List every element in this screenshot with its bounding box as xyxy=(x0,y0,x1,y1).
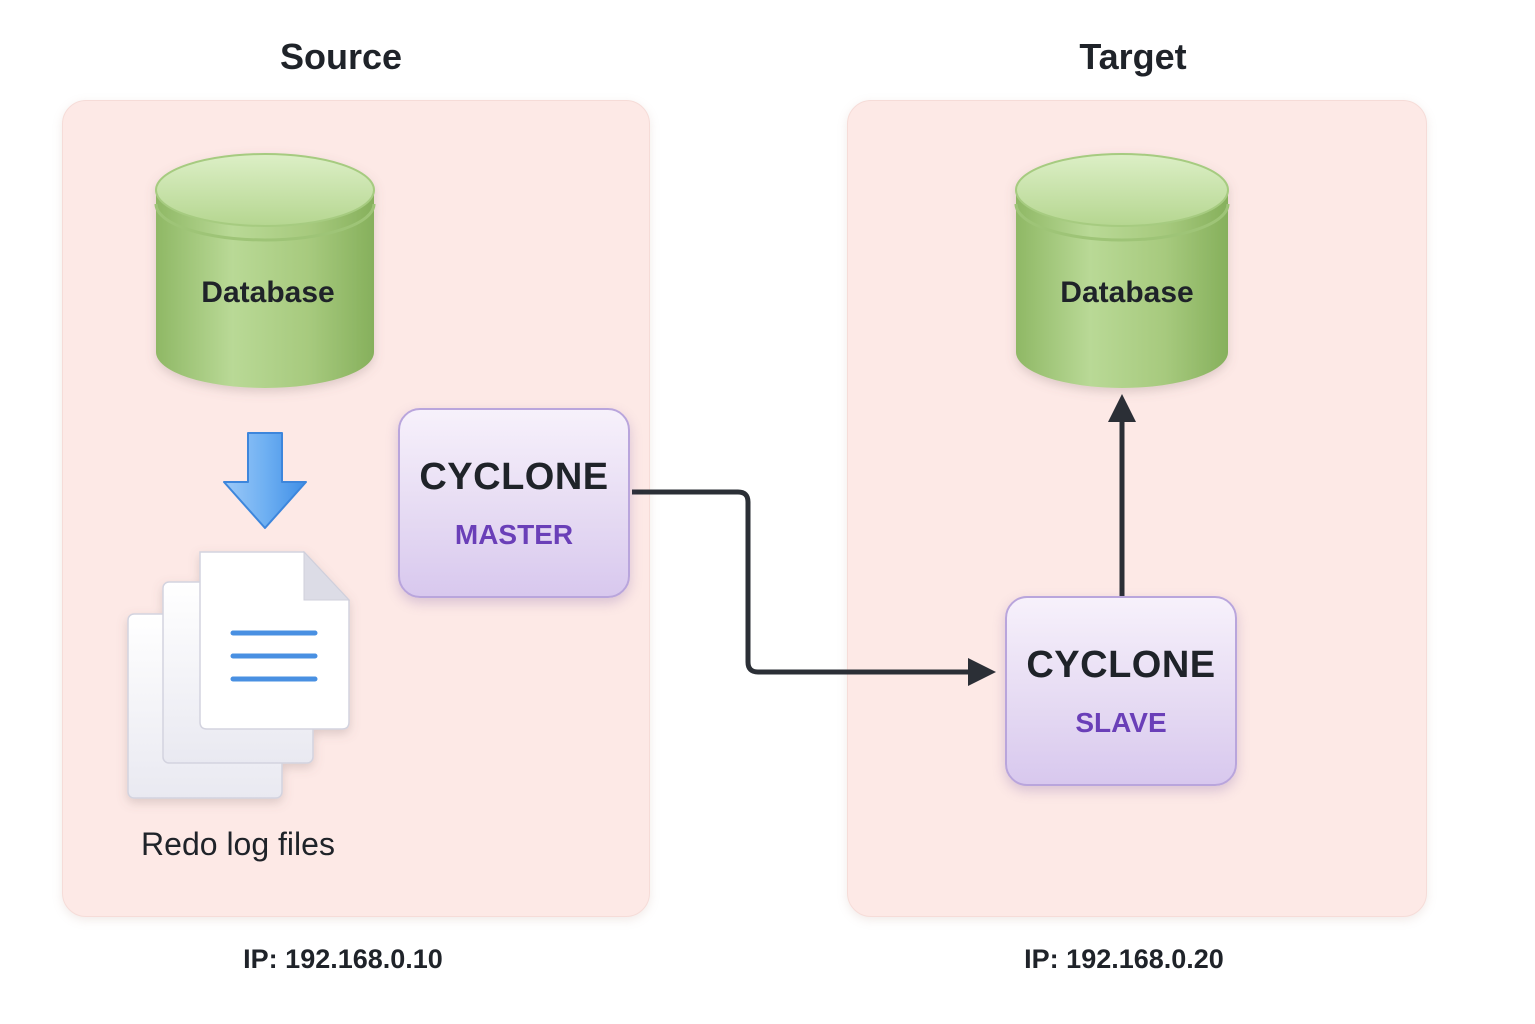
slave-node-role: SLAVE xyxy=(1075,707,1167,738)
source-database-icon xyxy=(154,153,376,388)
source-database-label: Database xyxy=(201,276,335,309)
target-ip-label: IP: 192.168.0.20 xyxy=(1024,944,1224,974)
cyclone-master-node: CYCLONE MASTER xyxy=(398,408,630,598)
redo-log-caption: Redo log files xyxy=(141,826,335,862)
slave-node-title: CYCLONE xyxy=(1026,644,1216,686)
replication-connector xyxy=(632,489,996,686)
download-arrow-icon xyxy=(223,432,307,529)
document-stack-icon xyxy=(127,550,351,799)
cyclone-slave-node: CYCLONE SLAVE xyxy=(1005,596,1237,786)
target-database-icon xyxy=(1014,153,1230,388)
master-node-role: MASTER xyxy=(454,519,574,550)
target-database-label: Database xyxy=(1060,276,1194,309)
target-heading: Target xyxy=(1079,36,1187,77)
source-ip-label: IP: 192.168.0.10 xyxy=(243,944,443,974)
apply-connector xyxy=(1108,394,1136,596)
master-node-title: CYCLONE xyxy=(419,456,609,498)
source-heading: Source xyxy=(279,36,403,77)
